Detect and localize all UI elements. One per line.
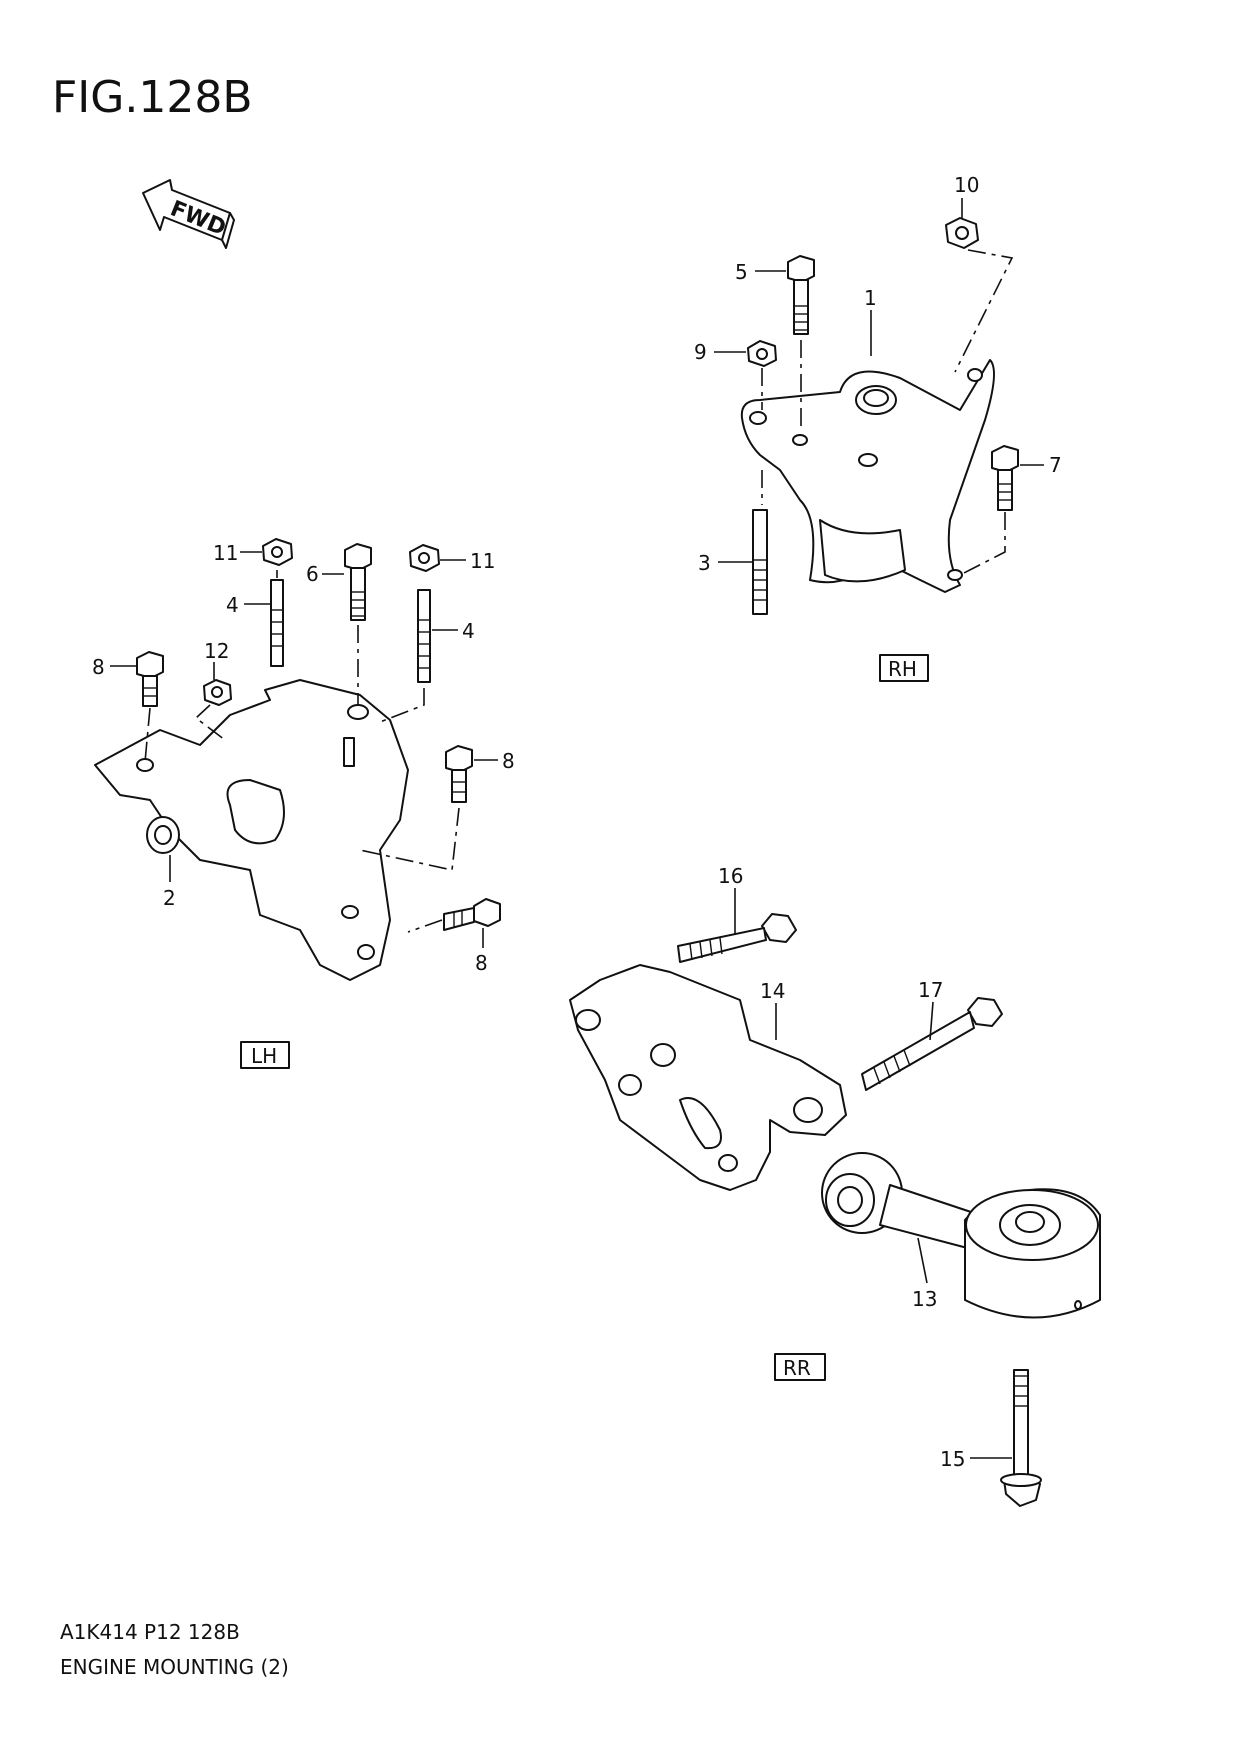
callout-5: 5 xyxy=(735,260,748,284)
lh-label: LH xyxy=(251,1044,277,1068)
part-16-bolt xyxy=(677,913,797,963)
callout-8-bottom: 8 xyxy=(475,951,488,975)
part-14-bracket xyxy=(569,964,847,1191)
part-11-nut-left xyxy=(262,538,293,566)
part-3-stud xyxy=(752,509,768,615)
callout-8-left: 8 xyxy=(92,655,105,679)
rr-label-box xyxy=(774,1353,826,1381)
callout-12: 12 xyxy=(204,639,229,663)
callout-15: 15 xyxy=(940,1447,965,1471)
part-5-bolt xyxy=(787,255,815,335)
part-2-lh-mount xyxy=(94,679,409,981)
part-17-bolt xyxy=(861,997,1003,1091)
figure-code: A1K414 P12 128B xyxy=(60,1620,240,1644)
part-8-bolt-right xyxy=(445,745,473,803)
part-8-bolt-top-left xyxy=(136,651,164,707)
part-11-nut-right xyxy=(409,544,440,572)
part-1-rh-mount xyxy=(740,359,995,593)
callout-7: 7 xyxy=(1049,453,1062,477)
rr-assembly: 16 14 17 13 15 RR xyxy=(569,864,1101,1507)
callout-10: 10 xyxy=(954,173,979,197)
part-10-nut xyxy=(945,217,979,249)
part-12-nut xyxy=(203,679,232,706)
part-15-bolt xyxy=(1000,1369,1042,1507)
callout-1: 1 xyxy=(864,286,877,310)
callout-2: 2 xyxy=(163,886,176,910)
fwd-arrow-icon: FWD xyxy=(142,179,235,249)
callout-4-left: 4 xyxy=(226,593,239,617)
callout-11-right: 11 xyxy=(470,549,495,573)
lh-label-box xyxy=(240,1041,290,1069)
part-7-bolt xyxy=(991,445,1019,511)
callout-4-right: 4 xyxy=(462,619,475,643)
part-8-bolt-bottom xyxy=(443,898,501,931)
callout-13: 13 xyxy=(912,1287,937,1311)
rh-assembly: 10 5 1 9 7 3 RH xyxy=(694,173,1062,682)
rh-label: RH xyxy=(888,657,917,681)
part-6-bolt xyxy=(344,543,372,621)
rr-label: RR xyxy=(783,1356,811,1380)
callout-16: 16 xyxy=(718,864,743,888)
callout-11-left: 11 xyxy=(213,541,238,565)
rh-label-box xyxy=(879,654,929,682)
part-9-nut xyxy=(747,340,777,367)
callout-6: 6 xyxy=(306,562,319,586)
part-4-stud-left xyxy=(270,579,284,667)
callout-17: 17 xyxy=(918,978,943,1002)
part-13-torque-rod xyxy=(821,1152,1101,1319)
callout-3: 3 xyxy=(698,551,711,575)
callout-14: 14 xyxy=(760,979,785,1003)
figure-name: ENGINE MOUNTING (2) xyxy=(60,1655,289,1679)
figure-title: FIG.128B xyxy=(52,72,253,123)
lh-assembly: 11 11 6 4 4 12 8 8 2 8 LH xyxy=(92,538,515,1069)
callout-9: 9 xyxy=(694,340,707,364)
callout-8-right: 8 xyxy=(502,749,515,773)
part-4-stud-right xyxy=(417,589,431,683)
